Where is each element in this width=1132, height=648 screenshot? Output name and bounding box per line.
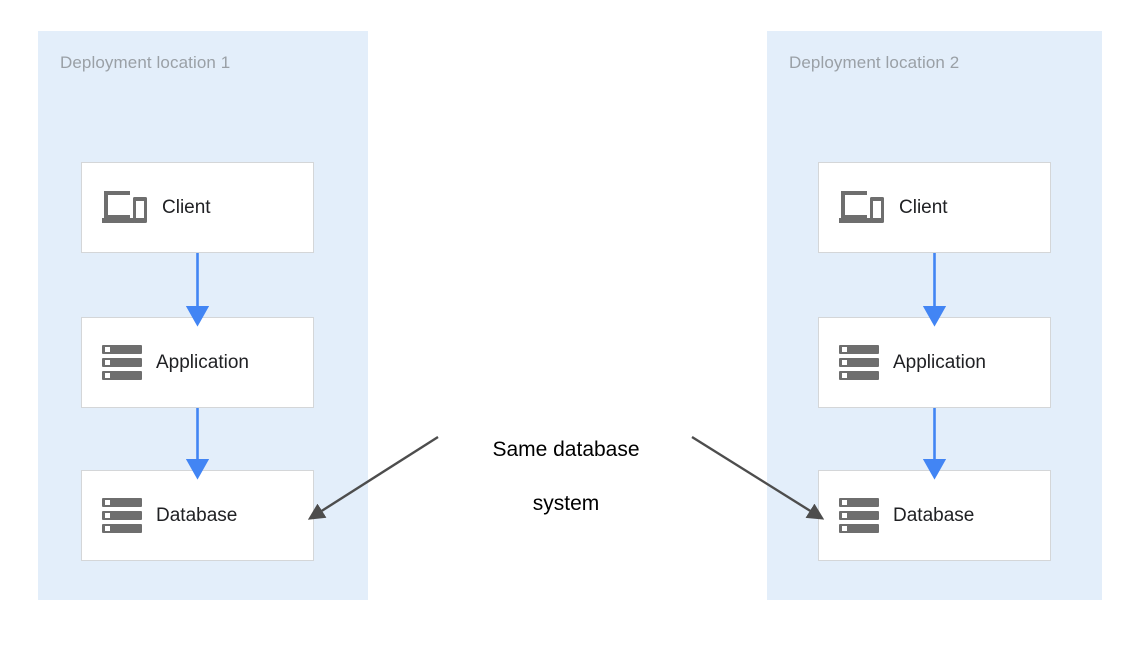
node-application-1[interactable]: Application [81, 317, 314, 408]
node-application-1-label: Application [156, 351, 249, 373]
server-stack-icon [102, 496, 142, 536]
server-stack-icon [102, 343, 142, 383]
server-stack-icon [839, 496, 879, 536]
annotation-line-1: Same database [492, 438, 640, 461]
server-bar [102, 498, 142, 507]
server-bar [102, 524, 142, 533]
annotation-line-2: system [532, 492, 600, 515]
node-client-1[interactable]: Client [81, 162, 314, 253]
node-client-2[interactable]: Client [818, 162, 1051, 253]
client-devices-icon [102, 188, 148, 228]
server-bar [102, 511, 142, 520]
client-devices-icon [839, 188, 885, 228]
zone-2-title: Deployment location 2 [789, 53, 960, 72]
server-bar [102, 371, 142, 380]
server-bar [839, 498, 879, 507]
server-bar [839, 358, 879, 367]
node-client-2-label: Client [899, 196, 948, 218]
node-database-1-label: Database [156, 504, 238, 526]
server-bar [839, 524, 879, 533]
server-stack-icon [839, 343, 879, 383]
node-application-2[interactable]: Application [818, 317, 1051, 408]
zone-1-title: Deployment location 1 [60, 53, 231, 72]
server-bar [102, 358, 142, 367]
node-database-2-label: Database [893, 504, 975, 526]
same-database-system-note: Same database system [446, 409, 686, 544]
node-client-1-label: Client [162, 196, 211, 218]
server-bar [839, 371, 879, 380]
node-application-2-label: Application [893, 351, 986, 373]
node-database-1[interactable]: Database [81, 470, 314, 561]
server-bar [839, 511, 879, 520]
server-bar [839, 345, 879, 354]
server-bar [102, 345, 142, 354]
node-database-2[interactable]: Database [818, 470, 1051, 561]
